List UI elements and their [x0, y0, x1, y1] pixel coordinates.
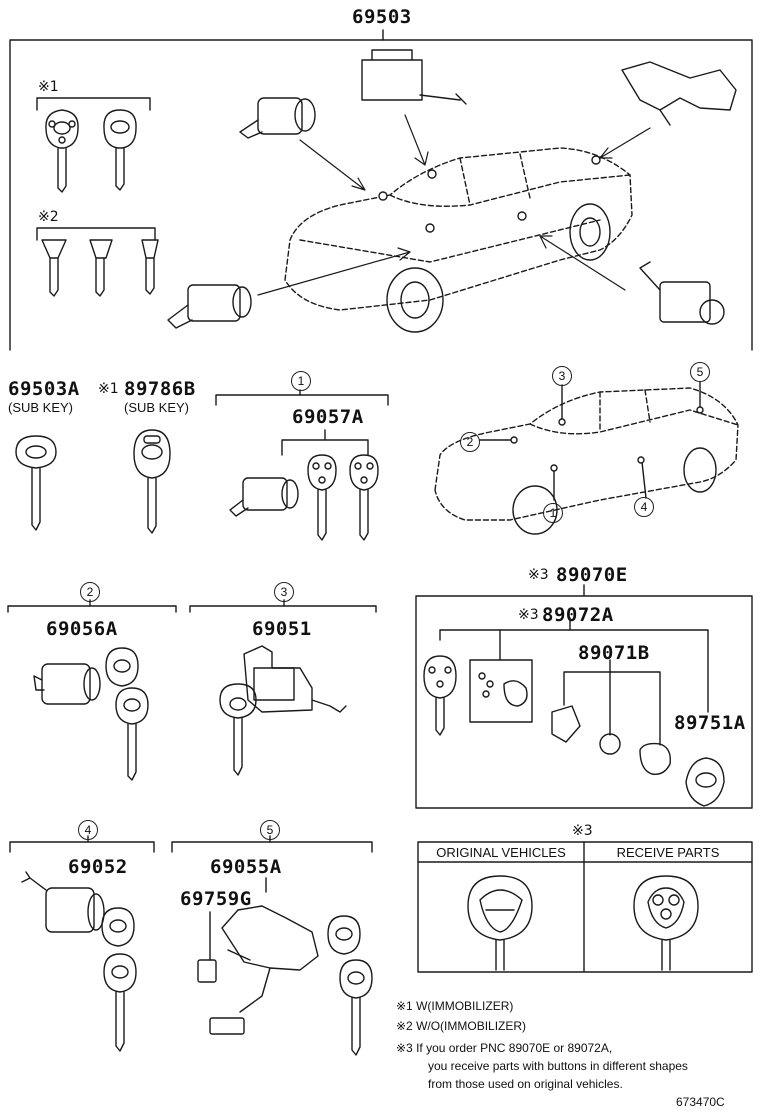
callout-3-group-label: 3	[274, 582, 294, 602]
callout-4-group-label: 4	[78, 820, 98, 840]
receive-parts-key-art	[633, 875, 699, 971]
locator-callout-2: 2	[460, 432, 480, 452]
group4-cylinder-art	[21, 871, 105, 933]
immobilizer-key-2	[103, 109, 137, 191]
group2-cylinder-art	[33, 663, 101, 705]
button-set-art	[469, 659, 533, 723]
key-case-art	[685, 757, 725, 807]
location-arrows	[257, 114, 651, 296]
group1-part-number: 69057A	[292, 406, 364, 428]
comparison-table	[417, 841, 753, 973]
group4-part-number: 69052	[68, 856, 128, 878]
door-lock-cylinder-sketch	[239, 97, 316, 139]
group5-connector-art	[197, 959, 245, 1035]
callout-2-group-label: 2	[80, 582, 100, 602]
non-immobilizer-key-3	[141, 239, 159, 295]
main-part-number: 69503	[352, 6, 412, 28]
transmitter-board-art	[551, 705, 581, 743]
group4-key-2-art	[103, 953, 137, 1052]
note-transmitter-line-2: you receive parts with buttons in differ…	[428, 1059, 688, 1073]
group3-key-1-art	[219, 683, 257, 776]
non-immobilizer-key-2	[89, 239, 113, 297]
group5-sub-part-number: 69759G	[180, 888, 252, 910]
group5-key-2-art	[339, 959, 373, 1056]
locator-points	[510, 406, 704, 472]
luggage-lock-sketch	[639, 261, 725, 325]
sub-key-69503a-number: 69503A	[8, 378, 80, 400]
group2-key-2-art	[115, 687, 149, 781]
locator-callout-3: 3	[552, 366, 572, 386]
transmitter-mark: ※3	[528, 567, 549, 583]
original-vehicles-header: ORIGINAL VEHICLES	[436, 845, 566, 860]
group5-part-number: 69055A	[210, 856, 282, 878]
group2-key-1-art	[105, 647, 139, 687]
key-case-part-number: 89751A	[674, 712, 746, 734]
locator-leader-lines	[479, 381, 701, 501]
group1-key-2-art	[349, 454, 379, 541]
callout-5-group-label: 5	[260, 820, 280, 840]
receive-parts-header: RECEIVE PARTS	[616, 845, 720, 860]
transmitter-key-art	[423, 655, 457, 736]
group5-key-1-art	[327, 915, 361, 955]
non-immobilizer-key-1	[41, 239, 67, 297]
transmitter-sub-mark: ※3	[518, 607, 539, 623]
battery-part-number: 89071B	[578, 642, 650, 664]
ignition-switch-sketch	[361, 49, 467, 105]
wo-immobilizer-mark: ※2	[38, 209, 59, 225]
note-w-immobilizer: ※1 W(IMMOBILIZER)	[396, 999, 514, 1013]
group2-part-number: 69056A	[46, 618, 118, 640]
figure-id: 673470C	[676, 1095, 725, 1109]
original-vehicle-key-art	[467, 875, 533, 971]
note-transmitter-line-3: from those used on original vehicles.	[428, 1077, 623, 1091]
case-cover-art	[639, 742, 671, 775]
wo-immobilizer-bracket	[36, 227, 156, 241]
sub-key-89786b-mark: ※1	[98, 381, 119, 397]
transmitter-box	[415, 584, 753, 809]
main-assembly-bracket	[9, 29, 753, 351]
sub-key-89786b-label: (SUB KEY)	[124, 400, 190, 415]
main-vehicle-wheels	[386, 203, 611, 333]
sub-key-69503a-label: (SUB KEY)	[8, 400, 74, 415]
callout-1-group-label: 1	[291, 371, 311, 391]
sub-key-89786b-art	[133, 429, 171, 534]
door-cylinder-left-sketch	[167, 284, 252, 329]
w-immobilizer-mark: ※1	[38, 79, 59, 95]
transmitter-part-number: 89070E	[556, 564, 628, 586]
immobilizer-key-1	[45, 109, 79, 193]
locator-callout-1: 1	[543, 503, 563, 523]
group4-key-1-art	[101, 907, 135, 947]
w-immobilizer-bracket	[36, 97, 151, 111]
note-transmitter-line-1: ※3 If you order PNC 89070E or 89072A,	[396, 1041, 613, 1055]
transmitter-sub-part-number: 89072A	[542, 604, 614, 626]
group5-lock-art	[221, 905, 319, 1013]
locator-vehicle-wheels	[512, 447, 717, 535]
group1-bracket	[215, 389, 389, 456]
group3-switch-art	[243, 645, 347, 713]
locator-vehicle-illustration	[434, 387, 739, 521]
battery-art	[599, 733, 621, 755]
group3-part-number: 69051	[252, 618, 312, 640]
steering-lock-sketch	[621, 61, 737, 126]
group1-cylinder-art	[229, 477, 299, 517]
locator-callout-4: 4	[634, 497, 654, 517]
sub-key-69503a-art	[15, 435, 57, 531]
comparison-mark: ※3	[572, 823, 593, 839]
group1-key-1-art	[307, 454, 337, 541]
note-wo-immobilizer: ※2 W/O(IMMOBILIZER)	[396, 1019, 527, 1033]
main-vehicle-locations	[378, 155, 601, 233]
sub-key-89786b-number: 89786B	[124, 378, 196, 400]
locator-callout-5: 5	[690, 362, 710, 382]
